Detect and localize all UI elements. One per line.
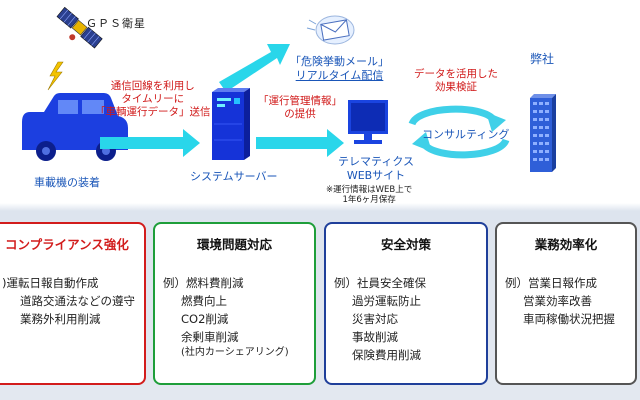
card-efficiency-list: 例）営業日報作成 営業効率改善 車両稼働状況把握 [505, 274, 615, 328]
list-item: 災害対応 [352, 312, 398, 326]
satellite-icon [56, 6, 103, 49]
list-item: (社内カーシェアリング) [181, 347, 289, 358]
card-compliance-title: コンプライアンス強化 [5, 237, 129, 252]
list-item: 道路交通法などの遵守 [20, 294, 135, 308]
vehicle-label: 車載機の装着 [34, 176, 100, 189]
card-environment: 環境問題対応 例）燃料費削減 燃費向上 CO2削減 余剰車削減 (社内カーシェア… [153, 222, 316, 385]
server-icon [212, 88, 250, 160]
send-data-line-3: 「車輌運行データ」送信 [95, 106, 211, 119]
server-label: システムサーバー [190, 170, 278, 183]
list-item: 保険費用削減 [352, 348, 421, 362]
consulting-label: コンサルティング [422, 128, 510, 141]
list-item: 例）燃料費削減 [163, 276, 244, 290]
web-retention-note: ※運行情報はWEB上で 1年6ヶ月保存 [326, 185, 412, 205]
arrow-vehicle-to-server [100, 129, 200, 157]
card-environment-list: 例）燃料費削減 燃費向上 CO2削減 余剰車削減 (社内カーシェアリング) [163, 274, 289, 359]
list-item: 例）営業日報作成 [505, 276, 597, 290]
cycle-arrows-icon [408, 105, 510, 159]
card-compliance-list: )運転日報自動作成 道路交通法などの遵守 業務外利用削減 [2, 274, 135, 328]
flow-diagram [22, 6, 556, 172]
card-efficiency-title: 業務効率化 [534, 237, 598, 252]
data-verification-line-2: 効果検証 [435, 81, 477, 94]
card-efficiency: 業務効率化 例）営業日報作成 営業効率改善 車両稼働状況把握 [495, 222, 637, 385]
list-item: 車両稼働状況把握 [523, 312, 615, 326]
alert-mail-note: 「危険挙動メール」 リアルタイム配信 [290, 55, 389, 83]
list-item: CO2削減 [181, 312, 229, 326]
web-retention-line-2: 1年6ヶ月保存 [342, 195, 396, 206]
web-retention-line-1: ※運行情報はWEB上で [326, 185, 413, 195]
monitor-icon [348, 100, 388, 144]
card-compliance: コンプライアンス強化 )運転日報自動作成 道路交通法などの遵守 業務外利用削減 [0, 222, 146, 385]
building-icon [530, 94, 556, 172]
lightning-icon [47, 61, 64, 91]
card-safety: 安全対策 例）社員安全確保 過労運転防止 災害対応 事故削減 保険費用削減 [324, 222, 488, 385]
card-safety-list: 例）社員安全確保 過労運転防止 災害対応 事故削減 保険費用削減 [334, 274, 426, 364]
arrow-server-to-alert [219, 44, 290, 92]
card-environment-title: 環境問題対応 [196, 237, 272, 252]
alert-mail-line-1: 「危険挙動メール」 [290, 55, 389, 68]
list-item: 燃費向上 [181, 294, 227, 308]
send-data-line-1: 通信回線を利用し [110, 80, 195, 92]
card-safety-title: 安全対策 [380, 237, 431, 252]
send-data-line-2: タイムリーに [121, 93, 185, 106]
list-item: 業務外利用削減 [20, 312, 101, 326]
list-item: 過労運転防止 [352, 294, 421, 308]
company-label: 弊社 [530, 52, 555, 66]
manage-info-line-1: 「運行管理情報」 [258, 95, 342, 107]
data-verification-note: データを活用した 効果検証 [414, 68, 498, 94]
web-site-line-1: テレマティクス [338, 155, 415, 168]
list-item: 余剰車削減 [181, 330, 239, 344]
list-item: )運転日報自動作成 [2, 276, 99, 290]
list-item: 事故削減 [352, 330, 398, 344]
web-site-label: テレマティクス WEBサイト [338, 155, 414, 183]
data-verification-line-1: データを活用した [414, 68, 498, 80]
web-site-line-2: WEBサイト [346, 168, 406, 182]
envelope-icon [306, 15, 355, 45]
car-icon [22, 93, 128, 161]
list-item: 例）社員安全確保 [334, 276, 426, 290]
arrow-server-to-web [256, 129, 344, 157]
manage-info-line-2: の提供 [284, 108, 316, 121]
gps-label: ＧＰＳ衛星 [86, 17, 146, 30]
send-data-note: 通信回線を利用し タイムリーに 「車輌運行データ」送信 [95, 80, 211, 119]
list-item: 営業効率改善 [523, 294, 592, 308]
alert-mail-line-2: リアルタイム配信 [295, 68, 384, 82]
manage-info-note: 「運行管理情報」 の提供 [258, 95, 342, 121]
